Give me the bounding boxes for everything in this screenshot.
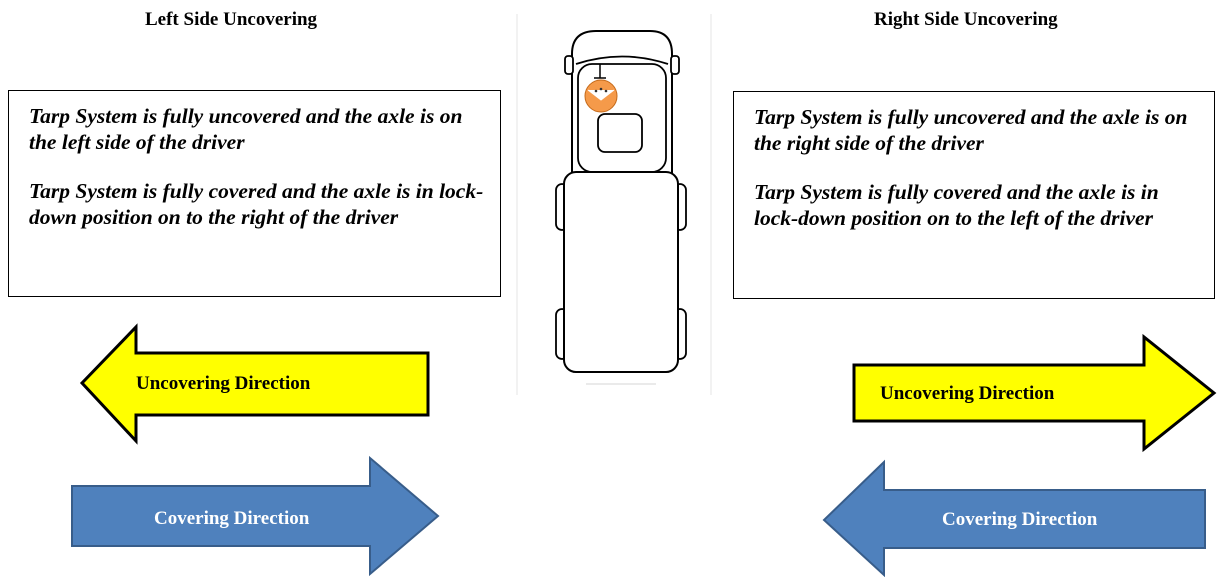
truck-top-view-icon: [516, 14, 712, 395]
truck-top-view: [516, 14, 712, 395]
right-covered-description: Tarp System is fully covered and the axl…: [754, 180, 1159, 230]
right-covering-label: Covering Direction: [942, 509, 1098, 530]
right-arrow-icon: [852, 333, 1217, 453]
right-covering-direction-arrow: Covering Direction: [822, 459, 1207, 577]
right-uncovering-direction-arrow: Uncovering Direction: [852, 333, 1218, 455]
right-side-description-box: Tarp System is fully uncovered and the a…: [733, 91, 1215, 299]
right-arrow-icon: [71, 455, 440, 577]
left-covering-label: Covering Direction: [154, 508, 310, 529]
left-covering-direction-arrow: Covering Direction: [70, 455, 440, 577]
left-arrow-icon: [822, 459, 1206, 577]
right-uncovered-description: Tarp System is fully uncovered and the a…: [754, 105, 1188, 155]
left-arrow-icon: [79, 323, 430, 445]
left-covered-description: Tarp System is fully covered and the axl…: [29, 179, 484, 229]
right-uncovering-label: Uncovering Direction: [880, 383, 1055, 404]
right-side-heading: Right Side Uncovering: [874, 9, 1058, 30]
left-uncovering-label: Uncovering Direction: [136, 373, 311, 394]
left-uncovered-description: Tarp System is fully uncovered and the a…: [29, 104, 463, 154]
left-uncovering-direction-arrow: Uncovering Direction: [79, 323, 430, 445]
left-side-description-box: Tarp System is fully uncovered and the a…: [8, 90, 501, 297]
left-side-heading: Left Side Uncovering: [145, 9, 318, 30]
